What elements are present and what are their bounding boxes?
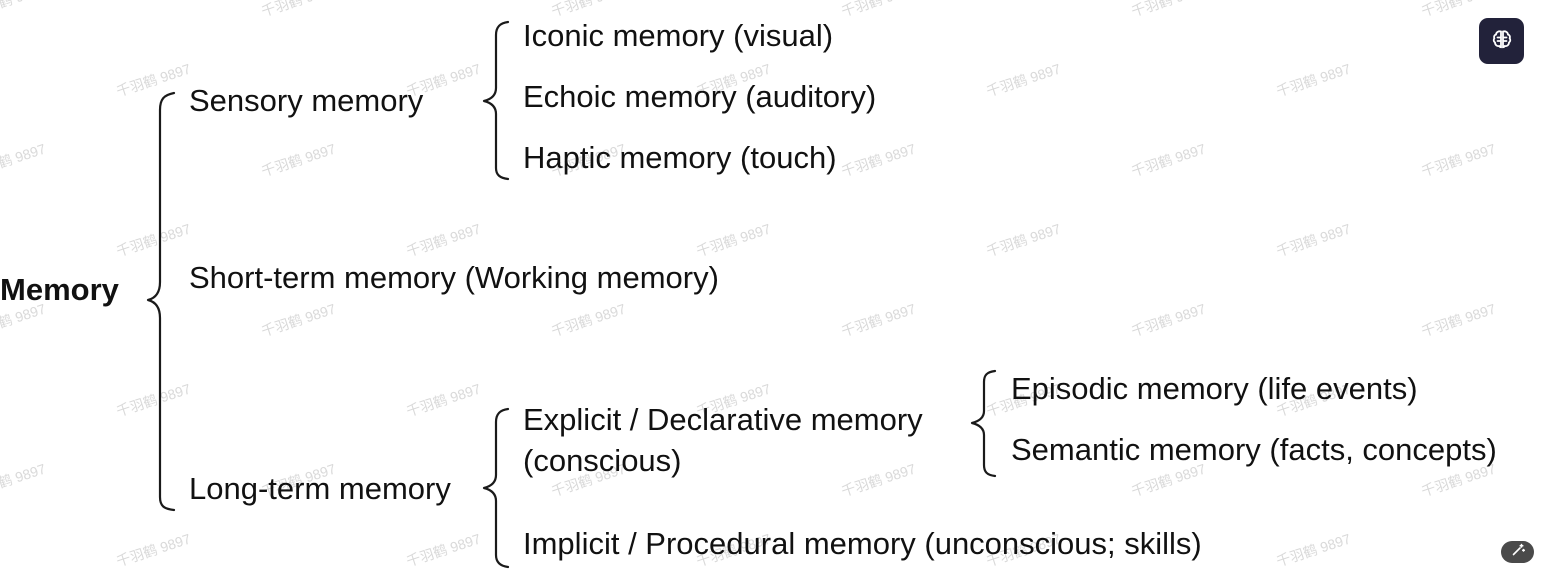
iconic-memory-label: Iconic memory (visual) xyxy=(523,18,834,53)
explicit-memory-sublabel: (conscious) xyxy=(523,443,682,478)
bracket-sensory xyxy=(482,20,510,181)
episodic-memory-label: Episodic memory (life events) xyxy=(1011,371,1418,406)
haptic-memory-label: Haptic memory (touch) xyxy=(523,140,837,175)
long-term-memory-label: Long-term memory xyxy=(189,471,451,506)
magic-wand-icon xyxy=(1511,543,1525,562)
sensory-memory-label: Sensory memory xyxy=(189,83,424,118)
magic-edit-button[interactable] xyxy=(1501,541,1534,563)
bracket-memory xyxy=(146,91,176,512)
memory-root-label: Memory xyxy=(0,272,119,307)
implicit-memory-label: Implicit / Procedural memory (unconsciou… xyxy=(523,526,1202,561)
bracket-long-term xyxy=(482,407,510,569)
brain-icon xyxy=(1491,28,1513,55)
semantic-memory-label: Semantic memory (facts, concepts) xyxy=(1011,432,1497,467)
bracket-explicit xyxy=(970,369,997,478)
short-term-memory-label: Short-term memory (Working memory) xyxy=(189,260,719,295)
explicit-memory-label: Explicit / Declarative memory xyxy=(523,402,923,437)
echoic-memory-label: Echoic memory (auditory) xyxy=(523,79,877,114)
ai-assistant-button[interactable] xyxy=(1479,18,1524,64)
